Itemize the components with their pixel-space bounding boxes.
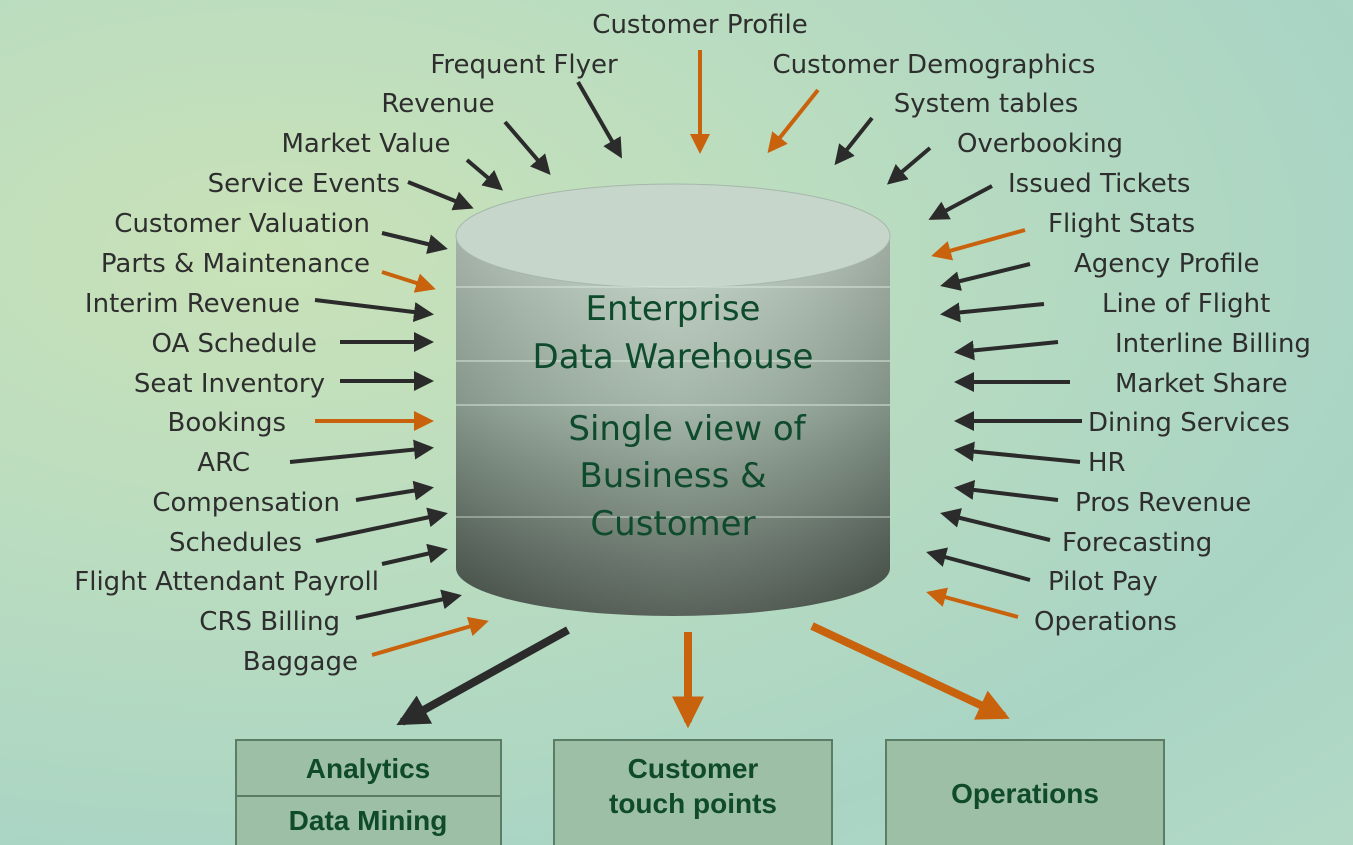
- arrow-customer-demographics: [767, 88, 820, 154]
- arrow-flight-attendant-payroll: [381, 543, 448, 566]
- arrow-market-value: [465, 158, 504, 191]
- source-label: ARC: [197, 448, 250, 478]
- source-label: OA Schedule: [151, 329, 317, 359]
- arrow-system-tables: [834, 116, 874, 166]
- warehouse-subtitle-line3: Customer: [590, 504, 755, 544]
- operations-output-label: Operations: [951, 778, 1099, 809]
- analytics-box: [235, 739, 502, 797]
- arrow-issued-tickets: [928, 184, 993, 220]
- source-label: Seat Inventory: [134, 369, 325, 399]
- warehouse-title-line2: Data Warehouse: [533, 337, 814, 377]
- source-label: Revenue: [381, 89, 494, 119]
- touch-points-line1: Customer: [628, 753, 759, 784]
- arrow-agency-profile: [940, 262, 1031, 291]
- source-label: Service Events: [208, 169, 400, 199]
- arrow-to-analytics: [396, 626, 570, 726]
- operations-box: [885, 739, 1165, 845]
- warehouse-title-line1: Enterprise: [586, 289, 761, 329]
- warehouse-subtitle-line1: Single view of: [568, 409, 806, 449]
- touch-points-line2: touch points: [609, 788, 777, 819]
- arrow-pros-revenue: [954, 479, 1059, 502]
- data-mining-box: [235, 795, 502, 845]
- source-label: Customer Profile: [592, 10, 807, 40]
- arrow-flight-stats: [931, 228, 1026, 261]
- arrow-to-operations: [810, 622, 1010, 720]
- warehouse-cylinder: Enterprise Data Warehouse Single view of…: [455, 183, 891, 616]
- source-label: Bookings: [168, 408, 286, 438]
- source-label: Market Share: [1115, 369, 1288, 399]
- data-mining-label: Data Mining: [289, 805, 448, 836]
- source-label: System tables: [894, 89, 1079, 119]
- outflow-arrows: [396, 622, 1010, 729]
- source-label: Line of Flight: [1102, 289, 1270, 319]
- arrow-interim-revenue: [314, 298, 434, 322]
- source-label: HR: [1088, 448, 1126, 478]
- output-boxes: Analytics Data Mining Customer touch poi…: [235, 739, 1165, 845]
- source-label: Schedules: [169, 528, 302, 558]
- source-label: Pilot Pay: [1048, 567, 1158, 597]
- source-label: Agency Profile: [1074, 249, 1260, 279]
- analytics-label: Analytics: [306, 753, 431, 784]
- source-label: CRS Billing: [199, 607, 340, 637]
- arrow-revenue: [503, 120, 551, 176]
- arrow-overbooking: [886, 146, 932, 185]
- source-labels: Customer Profile Frequent Flyer Customer…: [74, 10, 1311, 677]
- arrow-crs-billing: [355, 589, 462, 620]
- source-label: Compensation: [152, 488, 340, 518]
- source-label: Frequent Flyer: [430, 50, 618, 80]
- source-label: Customer Demographics: [773, 50, 1096, 80]
- inflow-arrows: [289, 50, 1082, 657]
- arrow-compensation: [355, 480, 434, 502]
- arrow-hr: [954, 441, 1081, 464]
- arrow-pilot-pay: [926, 547, 1031, 582]
- source-label: Flight Stats: [1048, 209, 1195, 239]
- arrow-service-events: [407, 180, 474, 211]
- source-label: Issued Tickets: [1008, 169, 1190, 199]
- source-label: Interline Billing: [1115, 329, 1311, 359]
- source-label: Forecasting: [1062, 528, 1212, 558]
- source-label: Customer Valuation: [114, 209, 370, 239]
- source-label: Interim Revenue: [85, 289, 300, 319]
- customer-touch-points-box: [553, 739, 833, 845]
- arrow-customer-valuation: [381, 231, 448, 254]
- source-label: Market Value: [281, 129, 450, 159]
- source-label: Pros Revenue: [1075, 488, 1251, 518]
- source-label: Overbooking: [957, 129, 1123, 159]
- source-label: Flight Attendant Payroll: [74, 567, 379, 597]
- arrow-frequent-flyer: [576, 81, 622, 159]
- arrow-baggage: [371, 616, 489, 657]
- source-label: Baggage: [243, 647, 358, 677]
- arrow-schedules: [315, 507, 448, 543]
- arrow-operations-source: [926, 587, 1019, 619]
- cylinder-top: [455, 183, 891, 289]
- arrow-line-of-flight: [940, 302, 1045, 323]
- arrow-arc: [289, 439, 434, 464]
- arrow-forecasting: [940, 508, 1051, 542]
- arrow-interline-billing: [954, 340, 1059, 361]
- source-label: Parts & Maintenance: [101, 249, 370, 279]
- source-label: Operations: [1034, 607, 1177, 637]
- source-label: Dining Services: [1088, 408, 1290, 438]
- arrow-parts-maintenance: [381, 270, 436, 293]
- warehouse-subtitle-line2: Business &: [579, 456, 766, 496]
